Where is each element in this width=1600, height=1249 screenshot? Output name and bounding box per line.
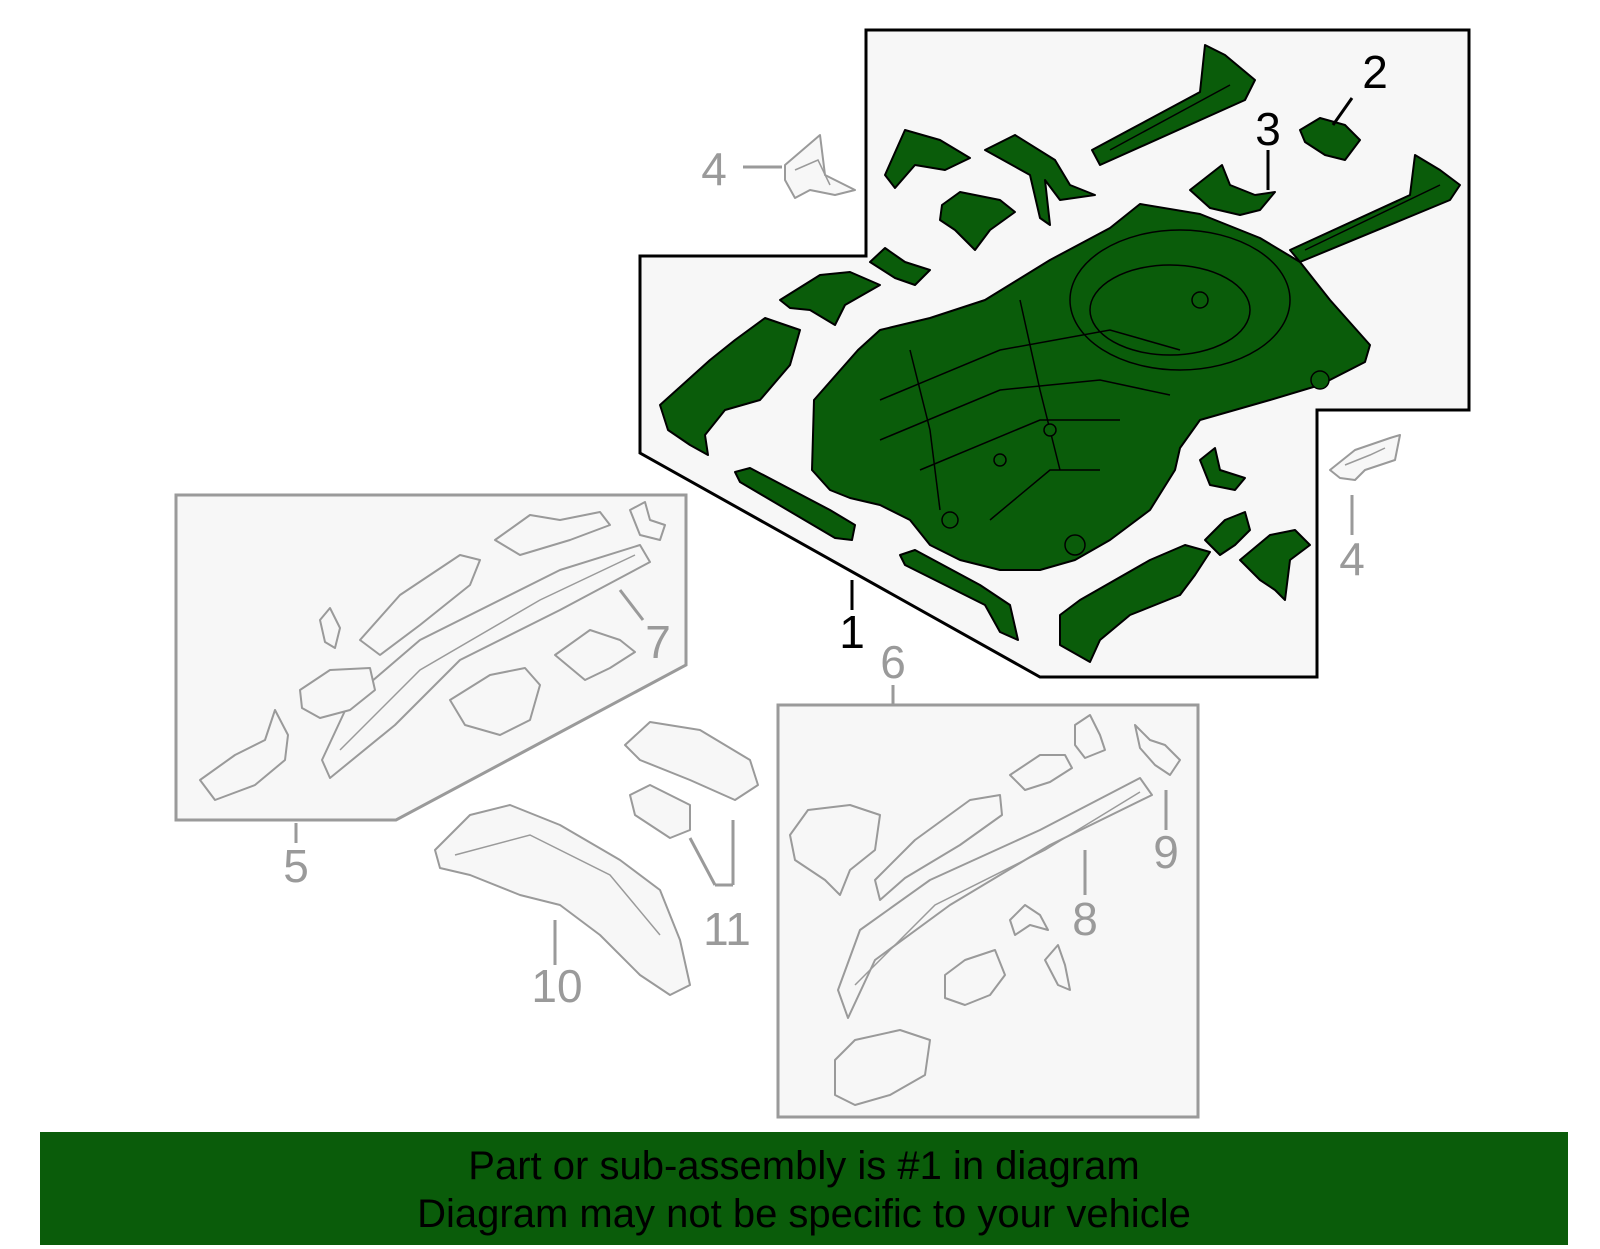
bracket-mid-left[interactable]	[939, 191, 1016, 251]
left-rail-rear[interactable]	[659, 317, 801, 456]
part-11-bracket[interactable]	[629, 784, 691, 839]
part-10-tunnel-reinforcement[interactable]	[434, 804, 691, 996]
callout-7: 7	[645, 616, 671, 668]
leader-lines	[294, 97, 1354, 965]
callout-6: 6	[880, 636, 906, 688]
bracket-right-c[interactable]	[1239, 529, 1311, 601]
part-3-bracket[interactable]	[1189, 164, 1276, 216]
callout-4-left: 4	[701, 143, 727, 195]
bracket-right-b[interactable]	[1204, 511, 1251, 556]
left-small-bracket-a[interactable]	[319, 607, 341, 649]
callout-4-right: 4	[1339, 533, 1365, 585]
banner-line-2: Diagram may not be specific to your vehi…	[417, 1192, 1191, 1236]
bracket-upper-left-b[interactable]	[984, 134, 1096, 226]
part-11-crossmember[interactable]	[624, 721, 759, 801]
right-apron-reinforcement[interactable]	[874, 794, 1003, 901]
part-2-bracket[interactable]	[1299, 117, 1361, 161]
bracket-left-c[interactable]	[779, 271, 881, 326]
left-front-bracket[interactable]	[199, 709, 289, 801]
callout-5: 5	[283, 840, 309, 892]
left-shock-tower[interactable]	[299, 667, 376, 719]
right-top-bracket[interactable]	[1009, 754, 1073, 791]
left-top-bracket[interactable]	[494, 511, 611, 556]
right-tiny-bracket-a[interactable]	[1009, 904, 1049, 936]
right-front-rail[interactable]	[837, 777, 1153, 1019]
right-small-box[interactable]	[1074, 714, 1106, 759]
info-banner: Part or sub-assembly is #1 in diagram Di…	[40, 1132, 1568, 1245]
part-4-bracket-left[interactable]	[784, 134, 856, 199]
banner-line-1: Part or sub-assembly is #1 in diagram	[468, 1144, 1140, 1188]
right-shock-tower[interactable]	[834, 1029, 931, 1106]
center-sill-strip[interactable]	[899, 549, 1019, 641]
bracket-right-a[interactable]	[1199, 447, 1246, 491]
left-mount-plate[interactable]	[449, 667, 541, 736]
left-apron-reinforcement[interactable]	[359, 554, 481, 656]
upper-crossmember[interactable]	[1091, 44, 1256, 166]
left-sill-strip[interactable]	[734, 467, 856, 541]
left-front-rail[interactable]	[321, 544, 651, 779]
callout-8: 8	[1072, 893, 1098, 945]
right-crossmember[interactable]	[1289, 154, 1461, 263]
callout-10: 10	[531, 960, 582, 1012]
callout-11: 11	[703, 903, 751, 955]
rear-floor-pan[interactable]	[811, 203, 1371, 571]
bracket-small-left[interactable]	[869, 247, 931, 286]
left-tiny-bracket[interactable]	[629, 501, 666, 541]
bracket-upper-left-a[interactable]	[884, 129, 971, 189]
right-tiny-bracket-b[interactable]	[1044, 944, 1071, 991]
callout-1: 1	[839, 606, 865, 658]
callout-3: 3	[1255, 103, 1281, 155]
right-front-bracket[interactable]	[789, 804, 881, 896]
right-mount-plate[interactable]	[944, 949, 1006, 1006]
left-mid-bracket[interactable]	[554, 629, 636, 681]
right-rail-rear[interactable]	[1059, 544, 1211, 663]
callout-9: 9	[1153, 826, 1179, 878]
part-9-bracket[interactable]	[1134, 724, 1181, 776]
callout-2: 2	[1362, 46, 1388, 98]
